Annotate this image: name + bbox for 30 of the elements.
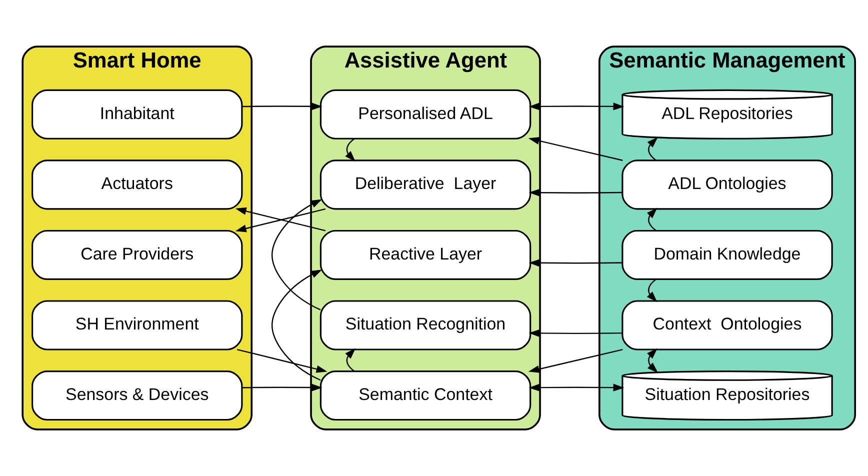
arrow bbox=[647, 137, 658, 161]
arrow bbox=[646, 208, 658, 232]
node-box: Sensors & Devices bbox=[32, 370, 243, 421]
arrow bbox=[345, 138, 356, 162]
arrow bbox=[345, 348, 356, 372]
node-box: Reactive Layer bbox=[320, 230, 532, 280]
node-box: Personalised ADL bbox=[320, 89, 532, 140]
arrow bbox=[272, 199, 322, 310]
arrow bbox=[242, 102, 322, 110]
arrow bbox=[242, 384, 322, 392]
arrow bbox=[646, 278, 658, 302]
arrow bbox=[528, 259, 622, 267]
arrow bbox=[528, 348, 623, 373]
node-box: ADL Ontologies bbox=[622, 160, 833, 210]
arrow bbox=[528, 137, 623, 161]
node-box: Situation Recognition bbox=[320, 300, 532, 350]
node-box: Semantic Context bbox=[320, 370, 532, 421]
node-box: SH Environment bbox=[32, 300, 243, 350]
arrow bbox=[272, 270, 322, 381]
arrow bbox=[528, 384, 624, 392]
node-box: Deliberative Layer bbox=[320, 160, 532, 210]
arrow bbox=[528, 188, 622, 196]
node-box: Domain Knowledge bbox=[622, 230, 833, 280]
arrow bbox=[528, 329, 622, 338]
node-box: Inhabitant bbox=[32, 89, 243, 140]
node-box: Care Providers bbox=[32, 230, 243, 280]
arrow bbox=[647, 348, 658, 373]
node-box: Context Ontologies bbox=[622, 300, 833, 350]
arrow bbox=[528, 102, 624, 110]
node-box: Actuators bbox=[32, 160, 243, 210]
